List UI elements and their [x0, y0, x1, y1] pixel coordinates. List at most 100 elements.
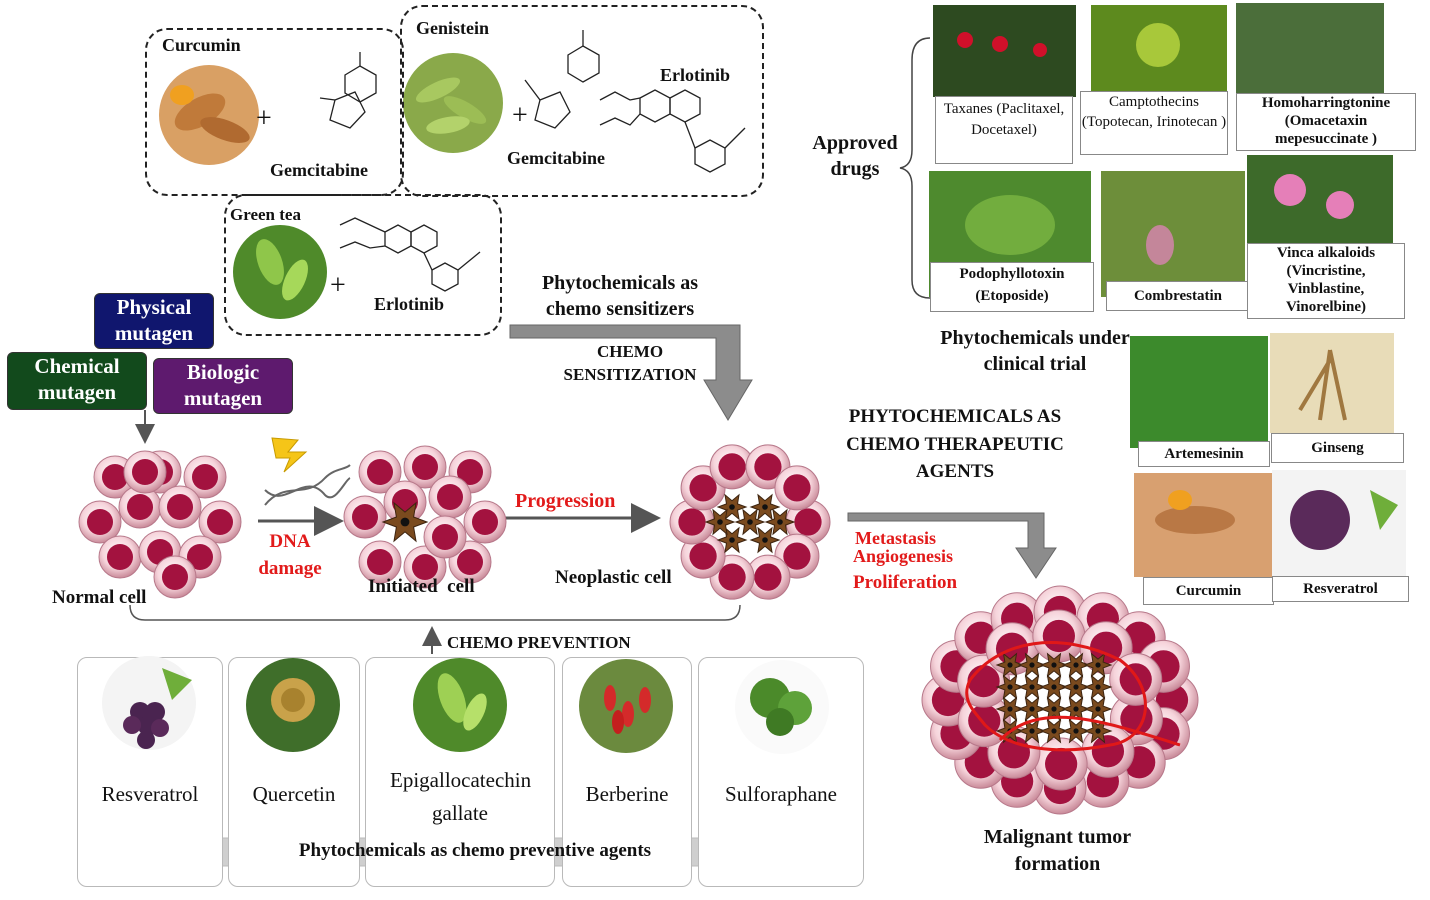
preventive-name: Resveratrol	[101, 782, 199, 806]
preventive-card-sulforaphane: Sulforaphane	[698, 657, 864, 887]
artemesinin-label: Artemesinin	[1138, 441, 1270, 467]
malignant-tumor-cluster	[921, 585, 1199, 815]
transformed-nucleus	[1095, 706, 1101, 712]
clinical-trial-label: Phytochemicals under clinical trial	[940, 327, 1130, 375]
green-tea-photo	[233, 225, 327, 319]
cell-nucleus	[794, 508, 822, 536]
transformed-nucleus	[777, 519, 783, 525]
cell-nucleus	[186, 543, 214, 571]
cell-nucleus	[689, 474, 717, 502]
transformed-nucleus	[1051, 662, 1057, 668]
gemcitabine-label-2: Gemcitabine	[507, 148, 605, 168]
genistein-photo	[403, 53, 503, 153]
cell-nucleus	[754, 453, 782, 481]
cell-nucleus	[126, 493, 154, 521]
cell-nucleus	[101, 463, 129, 491]
transformed-nucleus	[717, 519, 723, 525]
taxanes-photo	[933, 5, 1076, 97]
neoplastic-cell-cluster	[669, 444, 831, 600]
metastasis-label: Metastasis	[855, 528, 936, 548]
artemesinin-photo	[1130, 336, 1268, 448]
genistein-combo-box	[400, 5, 764, 197]
vinca-label: Vinca alkaloids (Vincristine, Vinblastin…	[1247, 243, 1405, 319]
cell-nucleus	[471, 508, 499, 536]
cell-nucleus	[436, 483, 464, 511]
transformed-nucleus	[747, 519, 753, 525]
combrestatin-photo	[1101, 171, 1245, 297]
transformed-nucleus	[729, 504, 735, 510]
transformed-nucleus	[729, 537, 735, 543]
cell-nucleus	[366, 458, 394, 486]
cell-nucleus	[783, 474, 811, 502]
progression-label: Progression	[515, 490, 616, 512]
cell-nucleus	[754, 563, 782, 591]
ginseng-label: Ginseng	[1271, 433, 1404, 463]
cell-nucleus	[166, 493, 194, 521]
preventive-name: Sulforaphane	[725, 782, 837, 806]
chemo-prevention-label: CHEMO PREVENTION	[447, 633, 631, 652]
sensitizers-label: Phytochemicals as chemo sensitizers	[541, 272, 699, 320]
transformed-nucleus	[762, 537, 768, 543]
transformed-nucleus	[1007, 684, 1013, 690]
dna-damage-label: DNA damage	[258, 531, 322, 579]
neoplastic-cell-label: Neoplastic cell	[555, 567, 672, 588]
cell-nucleus	[431, 523, 459, 551]
homoharringtonine-photo	[1236, 3, 1384, 95]
biologic-mutagen-box: Biologic mutagen	[153, 358, 293, 414]
cell-nucleus	[689, 542, 717, 570]
normal-cell-label: Normal cell	[52, 587, 147, 608]
malignant-tumor-label: Malignant tumor formation	[983, 826, 1132, 875]
erlotinib-structure-1	[599, 89, 746, 173]
transformed-nucleus	[1095, 728, 1101, 734]
transformed-nucleus	[1029, 706, 1035, 712]
erlotinib-label-2: Erlotinib	[374, 294, 445, 314]
cell-nucleus	[718, 563, 746, 591]
preventive-name: Berberine	[585, 782, 669, 806]
transformed-nucleus	[1073, 662, 1079, 668]
therapeutic-label: PHYTOCHEMICALS AS CHEMO THERAPEUTIC AGEN…	[846, 406, 1064, 482]
cell-nucleus	[1091, 735, 1125, 768]
gemcitabine-structure-2	[524, 30, 600, 129]
cell-nucleus	[86, 508, 114, 536]
plus-sign-2: +	[512, 100, 528, 131]
combrestatin-label: Combrestatin	[1106, 281, 1250, 311]
chemo-sensitization-label: CHEMO SENSITIZATION	[563, 342, 697, 384]
preventive-name: Epigallocatechin gallate	[390, 768, 532, 825]
cell-nucleus	[411, 553, 439, 581]
angiogenesis-label: Angiogenesis	[853, 546, 954, 566]
therapeutic-arrow	[847, 512, 1057, 579]
transformed-nucleus	[1073, 728, 1079, 734]
curcumin-clinical-label: Curcumin	[1143, 577, 1274, 605]
cell-nucleus	[456, 548, 484, 576]
transformed-nucleus	[1073, 684, 1079, 690]
cell-nucleus	[967, 664, 1000, 698]
cell-nucleus	[1119, 663, 1152, 696]
transformed-nucleus	[1095, 662, 1101, 668]
preventive-agents-label: Phytochemicals as chemo preventive agent…	[298, 840, 652, 861]
transformed-nucleus	[1051, 684, 1057, 690]
transformed-nucleus	[1029, 662, 1035, 668]
initiated-cell-label: Initiated cell	[368, 576, 475, 597]
ginseng-photo	[1270, 333, 1394, 433]
plus-sign-3: +	[330, 270, 346, 301]
transformed-nucleus	[1029, 728, 1035, 734]
vinca-photo	[1247, 155, 1393, 245]
taxanes-label: Taxanes (Paclitaxel, Docetaxel)	[935, 96, 1073, 164]
cell-nucleus	[191, 463, 219, 491]
plus-sign-1: +	[256, 103, 272, 134]
cell-nucleus	[206, 508, 234, 536]
erlotinib-structure-2	[339, 217, 481, 292]
gemcitabine-label-1: Gemcitabine	[270, 160, 368, 180]
curcumin-combo-label: Curcumin	[162, 35, 241, 55]
physical-mutagen-box: Physical mutagen	[94, 293, 214, 349]
podophyllotoxin-label: Podophyllotoxin (Etoposide)	[930, 262, 1094, 312]
cell-nucleus	[783, 542, 811, 570]
preventive-card-egcg: Epigallocatechin gallate	[365, 657, 555, 887]
transformed-nucleus	[1051, 706, 1057, 712]
cell-nucleus	[456, 458, 484, 486]
proliferation-label: Proliferation	[853, 572, 958, 593]
cell-nucleus	[718, 453, 746, 481]
sensitization-arrow	[509, 324, 753, 421]
cell-nucleus	[678, 508, 706, 536]
lightning-icon	[271, 437, 308, 473]
